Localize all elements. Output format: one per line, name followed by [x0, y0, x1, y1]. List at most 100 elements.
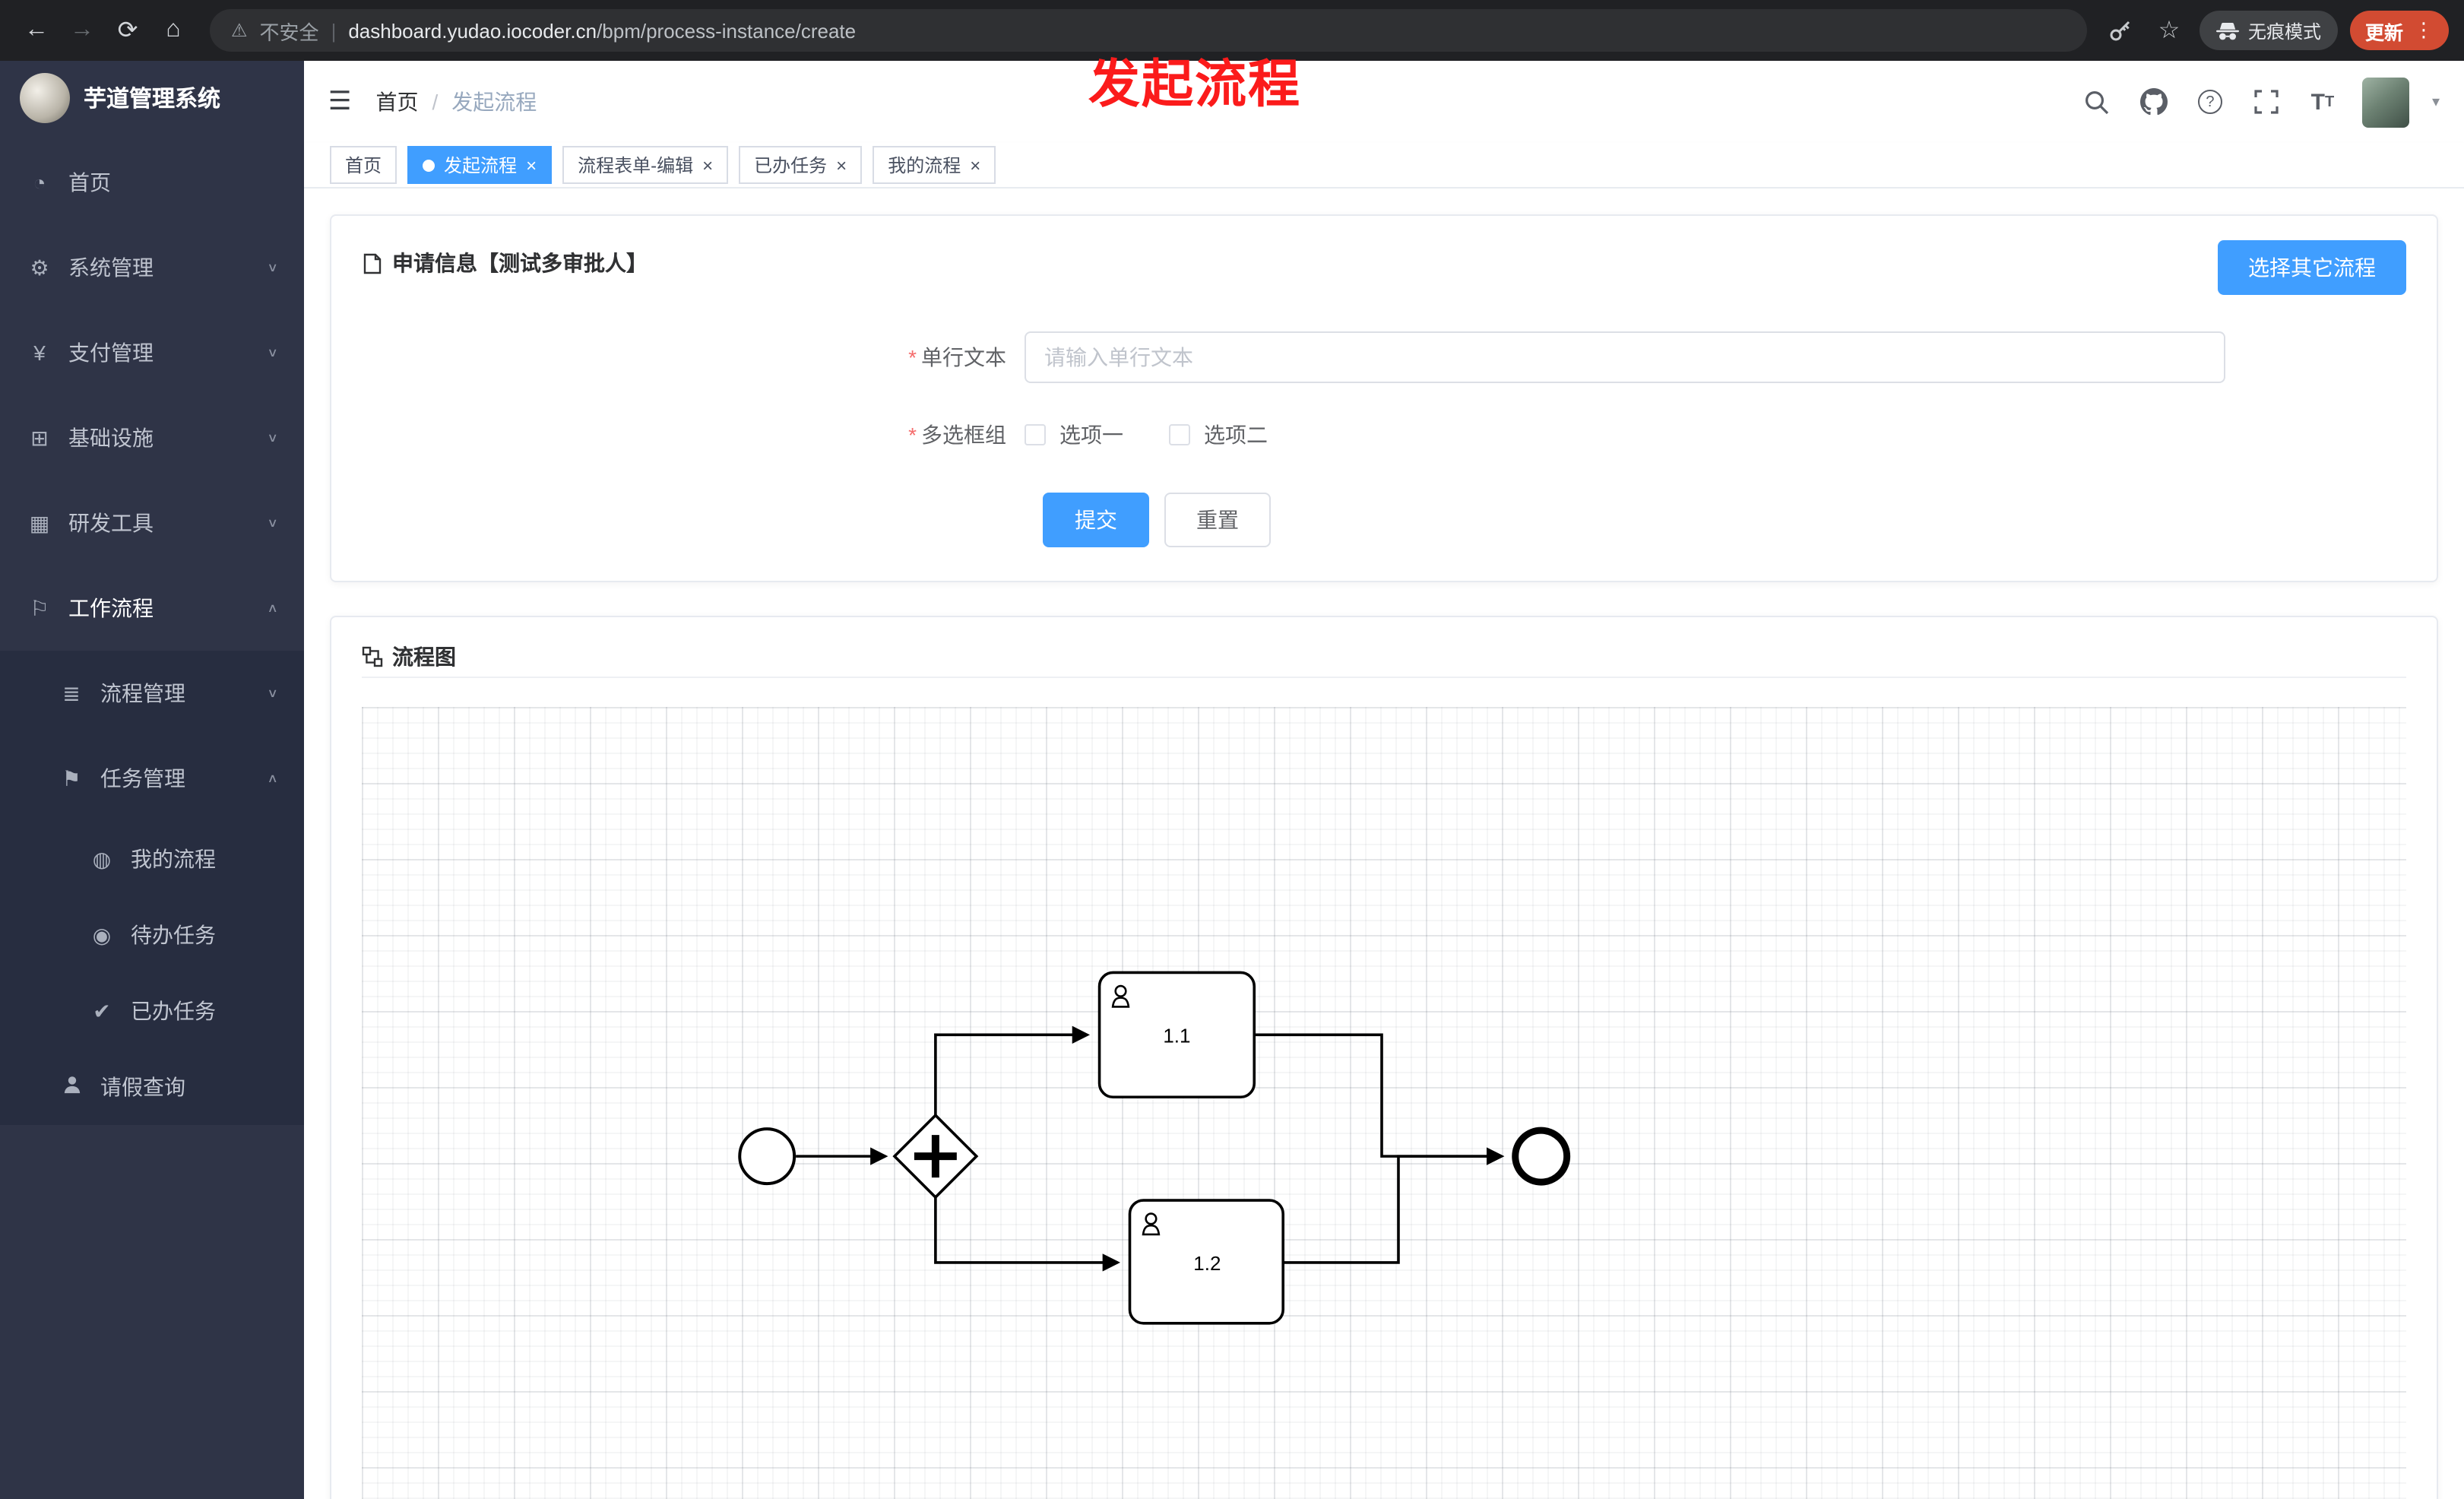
- collapse-sidebar-icon[interactable]: ☰: [328, 87, 352, 116]
- breadcrumb-home[interactable]: 首页: [375, 90, 419, 114]
- tab-close-icon[interactable]: ×: [702, 154, 714, 176]
- plus-icon: [914, 1135, 957, 1178]
- checkbox-field-label-text: 多选框组: [921, 423, 1006, 447]
- browser-back-icon[interactable]: ←: [24, 17, 49, 43]
- chevron-up-icon: ∧: [267, 772, 278, 785]
- sidebar-item-label: 待办任务: [131, 923, 216, 947]
- browser-home-icon[interactable]: ⌂: [166, 17, 181, 43]
- sidebar-item-done-tasks[interactable]: ✔ 已办任务: [0, 973, 304, 1049]
- bpmn-parallel-gateway[interactable]: [892, 1113, 979, 1200]
- checkbox-field-label: *多选框组: [362, 420, 1025, 450]
- bpmn-canvas[interactable]: 1.1 1.2: [362, 707, 2406, 1499]
- tab-close-icon[interactable]: ×: [526, 154, 537, 176]
- tab-my-process[interactable]: 我的流程 ×: [873, 146, 996, 184]
- select-other-process-button[interactable]: 选择其它流程: [2218, 240, 2406, 295]
- tab-done-tasks[interactable]: 已办任务 ×: [739, 146, 863, 184]
- url-host: dashboard.yudao.iocoder.cn: [348, 19, 597, 42]
- sidebar-item-leave-query[interactable]: 请假查询: [0, 1049, 304, 1125]
- checkbox-label: 选项二: [1204, 423, 1268, 447]
- check-icon: ✔: [93, 998, 111, 1022]
- tab-close-icon[interactable]: ×: [970, 154, 981, 176]
- sidebar-item-label: 已办任务: [131, 999, 216, 1023]
- sidebar-item-home[interactable]: ◔ 首页: [0, 140, 304, 225]
- checkbox-box-icon[interactable]: [1169, 424, 1190, 445]
- dashboard-icon: ◔: [33, 170, 46, 195]
- browser-update-button[interactable]: 更新 ⋮: [2349, 11, 2449, 50]
- submit-button[interactable]: 提交: [1043, 493, 1149, 547]
- sidebar: 芋道管理系统 ◔ 首页 ⚙ 系统管理 ∨ ¥ 支付管理 ∨ ⊞: [0, 61, 304, 1499]
- help-question-glyph: ?: [2197, 90, 2222, 114]
- sidebar-item-process-management[interactable]: ≣ 流程管理 ∨: [0, 651, 304, 736]
- tab-label: 我的流程: [888, 155, 961, 176]
- sidebar-item-label: 流程管理: [100, 681, 185, 705]
- tab-label: 发起流程: [444, 155, 518, 176]
- password-key-icon[interactable]: [2102, 12, 2139, 49]
- incognito-label: 无痕模式: [2247, 21, 2321, 42]
- sidebar-item-system[interactable]: ⚙ 系统管理 ∨: [0, 225, 304, 310]
- chevron-down-icon: ∨: [267, 686, 278, 700]
- tab-process-form-edit[interactable]: 流程表单-编辑 ×: [562, 146, 729, 184]
- sidebar-item-devtools[interactable]: ▦ 研发工具 ∨: [0, 480, 304, 566]
- checkbox-group: 选项一 选项二: [1025, 420, 1268, 450]
- avatar-dropdown-caret-icon[interactable]: ▾: [2431, 93, 2440, 110]
- bpmn-task-1[interactable]: 1.1: [1097, 971, 1256, 1099]
- tabs-bar: 首页 发起流程 × 流程表单-编辑 × 已办任务 × 我的流程 ×: [304, 143, 2464, 189]
- security-warning-icon: ⚠: [231, 20, 248, 41]
- application-form-card: 申请信息【测试多审批人】 选择其它流程 *单行文本 *多选框组: [330, 214, 2438, 582]
- sidebar-item-workflow[interactable]: ⚐ 工作流程 ∧: [0, 566, 304, 651]
- bookmark-star-icon[interactable]: ☆: [2158, 18, 2181, 44]
- bpmn-end-event[interactable]: [1512, 1127, 1571, 1186]
- sidebar-item-label: 基础设施: [68, 426, 154, 450]
- task-label: 1.1: [1163, 1024, 1190, 1047]
- bpmn-task-2[interactable]: 1.2: [1128, 1199, 1284, 1325]
- bpmn-flow-gateway-task2: [934, 1197, 1121, 1272]
- sidebar-item-payment[interactable]: ¥ 支付管理 ∨: [0, 310, 304, 395]
- diagram-card-title-text: 流程图: [392, 644, 456, 668]
- chevron-down-icon: ∨: [267, 431, 278, 445]
- task-label: 1.2: [1193, 1252, 1221, 1275]
- workflow-icon: ⚐: [30, 595, 49, 620]
- checkbox-option-1[interactable]: 选项一: [1025, 420, 1123, 450]
- sidebar-item-label: 工作流程: [68, 596, 154, 620]
- reset-button[interactable]: 重置: [1164, 493, 1271, 547]
- browser-forward-icon[interactable]: →: [70, 17, 94, 43]
- single-line-text-input[interactable]: [1025, 331, 2225, 383]
- checkbox-field-row: *多选框组 选项一 选项二: [362, 420, 2406, 450]
- breadcrumb: 首页 / 发起流程: [376, 87, 537, 117]
- help-icon[interactable]: ?: [2193, 85, 2227, 119]
- checkbox-box-icon[interactable]: [1025, 424, 1046, 445]
- sidebar-item-label: 请假查询: [100, 1075, 185, 1099]
- tab-label: 首页: [345, 155, 382, 176]
- browser-toolbar: ← → ⟳ ⌂ ⚠ 不安全 | dashboard.yudao.iocoder.…: [0, 0, 2464, 61]
- tab-close-icon[interactable]: ×: [836, 154, 847, 176]
- chat-bubble-icon: ◍: [92, 846, 112, 870]
- breadcrumb-separator: /: [432, 90, 439, 114]
- incognito-badge: 无痕模式: [2199, 11, 2338, 50]
- sidebar-item-infrastructure[interactable]: ⊞ 基础设施 ∨: [0, 395, 304, 480]
- browser-menu-icon[interactable]: ⋮: [2414, 18, 2434, 41]
- github-icon[interactable]: [2137, 85, 2171, 119]
- bpmn-start-event[interactable]: [738, 1127, 797, 1186]
- browser-refresh-icon[interactable]: ⟳: [117, 18, 138, 44]
- tab-initiate-process[interactable]: 发起流程 ×: [407, 146, 553, 184]
- sidebar-item-my-process[interactable]: ◍ 我的流程: [0, 821, 304, 897]
- sidebar-item-todo-tasks[interactable]: ◉ 待办任务: [0, 897, 304, 973]
- user-avatar[interactable]: [2361, 77, 2409, 127]
- checkbox-option-2[interactable]: 选项二: [1169, 420, 1268, 450]
- sidebar-item-task-management[interactable]: ⚑ 任务管理 ∧: [0, 736, 304, 821]
- flowchart-icon: [362, 645, 383, 667]
- person-icon: [58, 1075, 85, 1099]
- fullscreen-icon[interactable]: [2250, 85, 2283, 119]
- page-content: 申请信息【测试多审批人】 选择其它流程 *单行文本 *多选框组: [304, 189, 2464, 1499]
- chevron-down-icon: ∨: [267, 261, 278, 274]
- sidebar-item-label: 系统管理: [68, 255, 154, 280]
- search-icon[interactable]: [2081, 85, 2114, 119]
- tab-home[interactable]: 首页: [330, 146, 397, 184]
- breadcrumb-current: 发起流程: [451, 90, 537, 114]
- sidebar-item-label: 首页: [68, 170, 111, 195]
- font-size-big-glyph: T: [2310, 89, 2325, 115]
- address-bar[interactable]: ⚠ 不安全 | dashboard.yudao.iocoder.cn/bpm/p…: [210, 9, 2087, 52]
